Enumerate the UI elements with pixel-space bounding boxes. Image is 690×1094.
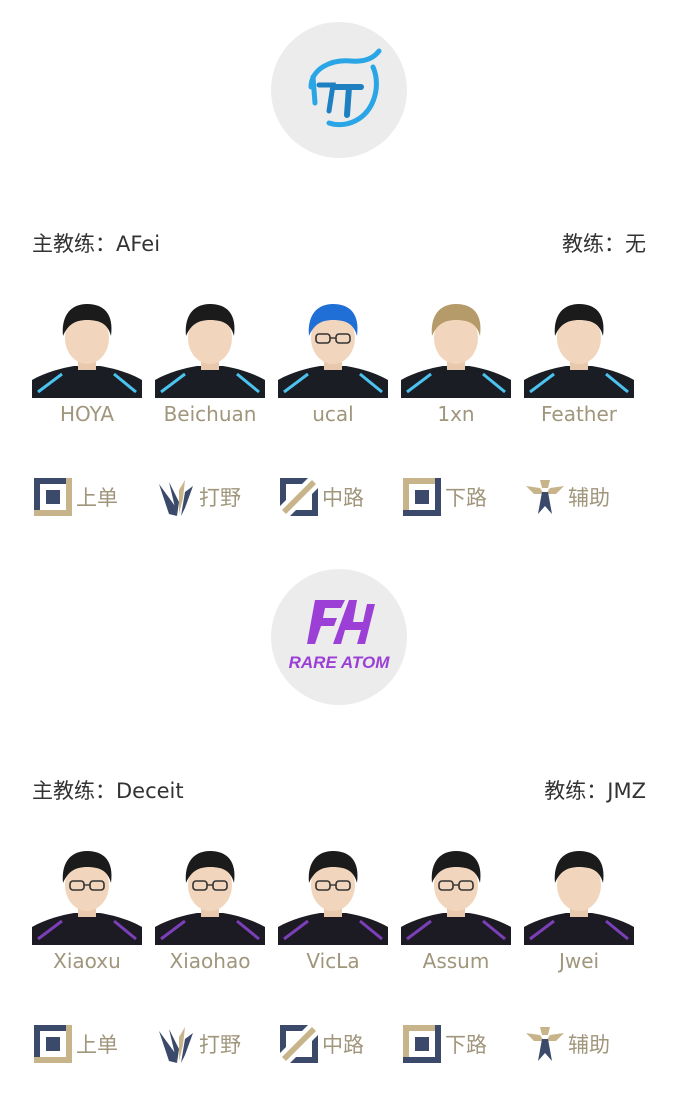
- player-headshot-icon: [278, 304, 388, 398]
- player-photo: [401, 841, 511, 945]
- player-name: VicLa: [306, 949, 360, 973]
- role-top: 上单: [32, 476, 118, 518]
- team-section-tt: 主教练：AFei 教练：无 HOYA Beichuan ucal 1xn Fea…: [0, 22, 690, 518]
- player-card[interactable]: VicLa: [278, 841, 388, 977]
- jungle-icon: [155, 476, 197, 518]
- player-photo: [32, 841, 142, 945]
- assistant-coach-label: 教练：无: [562, 232, 646, 256]
- top-lane-icon: [32, 1023, 74, 1065]
- player-name: Jwei: [558, 949, 600, 973]
- role-jungle: 打野: [155, 476, 241, 518]
- player-card[interactable]: Xiaohao: [155, 841, 265, 977]
- player-name: HOYA: [59, 402, 115, 426]
- rare-atom-logo-icon: RARE ATOM: [289, 600, 391, 672]
- role-label: 中路: [322, 486, 364, 510]
- player-headshot-icon: [155, 304, 265, 398]
- rare-atom-logo-text: RARE ATOM: [289, 653, 391, 672]
- head-coach-label: 主教练：Deceit: [32, 779, 184, 803]
- role-top: 上单: [32, 1023, 118, 1065]
- role-label: 下路: [445, 1033, 487, 1057]
- role-support: 辅助: [524, 476, 610, 518]
- role-label: 辅助: [568, 486, 610, 510]
- player-name: Beichuan: [163, 402, 257, 426]
- role-label: 上单: [76, 486, 118, 510]
- player-card[interactable]: Assum: [401, 841, 511, 977]
- player-headshot-icon: [524, 304, 634, 398]
- player-card[interactable]: Feather: [524, 294, 634, 430]
- player-card[interactable]: Beichuan: [155, 294, 265, 430]
- player-photo: [401, 294, 511, 398]
- role-jungle: 打野: [155, 1023, 241, 1065]
- player-roster: HOYA Beichuan ucal 1xn Feather: [0, 294, 690, 430]
- support-icon: [524, 476, 566, 518]
- bot-lane-icon: [401, 1023, 443, 1065]
- player-card[interactable]: HOYA: [32, 294, 142, 430]
- player-headshot-icon: [401, 304, 511, 398]
- player-photo: [155, 294, 265, 398]
- coach-row: 主教练：AFei 教练：无: [32, 228, 646, 258]
- player-photo: [278, 294, 388, 398]
- coach-row: 主教练：Deceit 教练：JMZ: [32, 775, 646, 805]
- player-photo: [32, 294, 142, 398]
- player-headshot-icon: [32, 304, 142, 398]
- player-name: Xiaohao: [169, 949, 251, 973]
- role-label: 下路: [445, 486, 487, 510]
- team-section-rare-atom: RARE ATOM 主教练：Deceit 教练：JMZ Xiaoxu Xiaoh…: [0, 547, 690, 1094]
- player-name: 1xn: [437, 402, 475, 426]
- role-label: 辅助: [568, 1033, 610, 1057]
- player-name: Assum: [422, 949, 490, 973]
- role-mid: 中路: [278, 476, 364, 518]
- player-photo: [155, 841, 265, 945]
- jungle-icon: [155, 1023, 197, 1065]
- role-label: 上单: [76, 1033, 118, 1057]
- mid-lane-icon: [278, 476, 320, 518]
- player-photo: [524, 294, 634, 398]
- role-label: 打野: [199, 1033, 241, 1057]
- support-icon: [524, 1023, 566, 1065]
- player-photo: [524, 841, 634, 945]
- role-support: 辅助: [524, 1023, 610, 1065]
- player-card[interactable]: Jwei: [524, 841, 634, 977]
- role-bot: 下路: [401, 476, 487, 518]
- role-mid: 中路: [278, 1023, 364, 1065]
- assistant-coach-label: 教练：JMZ: [544, 779, 646, 803]
- role-label: 打野: [199, 486, 241, 510]
- role-label: 中路: [322, 1033, 364, 1057]
- mid-lane-icon: [278, 1023, 320, 1065]
- player-card[interactable]: 1xn: [401, 294, 511, 430]
- role-bot: 下路: [401, 1023, 487, 1065]
- player-card[interactable]: Xiaoxu: [32, 841, 142, 977]
- player-photo: [278, 841, 388, 945]
- player-headshot-icon: [278, 851, 388, 945]
- player-headshot-icon: [524, 851, 634, 945]
- player-headshot-icon: [32, 851, 142, 945]
- player-roster: Xiaoxu Xiaohao VicLa Assum Jwei: [0, 841, 690, 977]
- tt-team-logo: [271, 22, 407, 158]
- bot-lane-icon: [401, 476, 443, 518]
- head-coach-label: 主教练：AFei: [32, 232, 161, 256]
- role-legend: 上单 打野 中路 下路 辅助: [0, 1023, 690, 1065]
- player-name: Xiaoxu: [53, 949, 121, 973]
- player-headshot-icon: [401, 851, 511, 945]
- rare-atom-team-logo: RARE ATOM: [271, 569, 407, 705]
- top-lane-icon: [32, 476, 74, 518]
- tt-logo-icon: [308, 48, 382, 128]
- player-headshot-icon: [155, 851, 265, 945]
- player-card[interactable]: ucal: [278, 294, 388, 430]
- player-name: Feather: [540, 402, 617, 426]
- role-legend: 上单 打野 中路 下路 辅助: [0, 476, 690, 518]
- player-name: ucal: [312, 402, 354, 426]
